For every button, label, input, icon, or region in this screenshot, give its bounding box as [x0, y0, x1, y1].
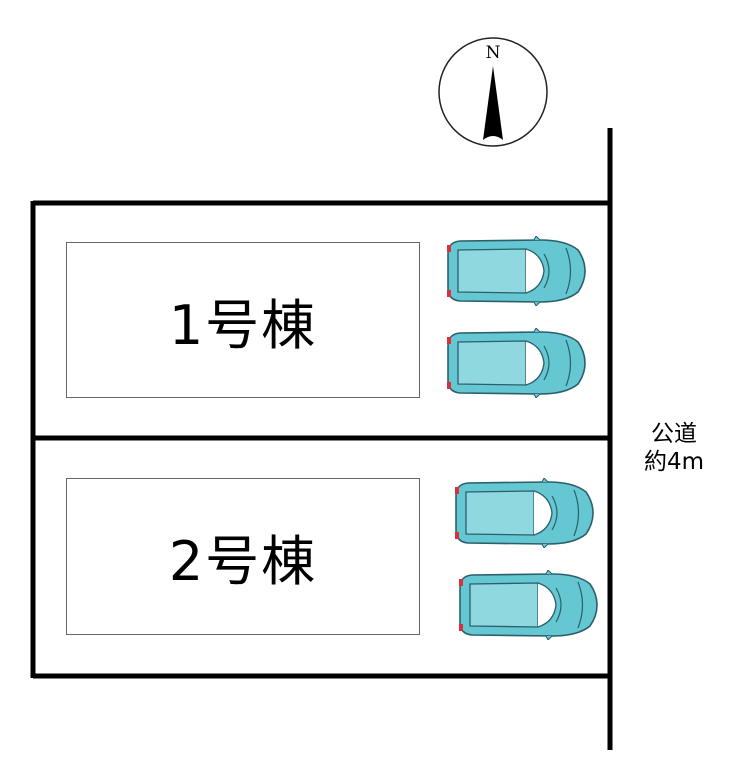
- car-icon: [447, 236, 586, 306]
- building-1-label: 1号棟: [168, 293, 318, 357]
- parking-car-2: [447, 328, 586, 398]
- car-icon: [447, 328, 586, 398]
- car-icon: [455, 478, 594, 548]
- parking-car-1: [447, 236, 586, 306]
- road-label: 公道 約4m: [626, 420, 722, 476]
- parking-car-3: [455, 478, 594, 548]
- compass-rose: N: [438, 37, 548, 147]
- north-label: N: [486, 43, 501, 63]
- building-2: 2号棟: [66, 478, 420, 635]
- north-arrow-icon: [483, 66, 503, 140]
- road-type-label: 公道: [651, 421, 697, 447]
- road-width-label: 約4m: [643, 449, 705, 475]
- building-2-label: 2号棟: [168, 530, 318, 593]
- building-1: 1号棟: [66, 242, 420, 398]
- parking-car-4: [459, 570, 598, 640]
- car-icon: [459, 570, 598, 640]
